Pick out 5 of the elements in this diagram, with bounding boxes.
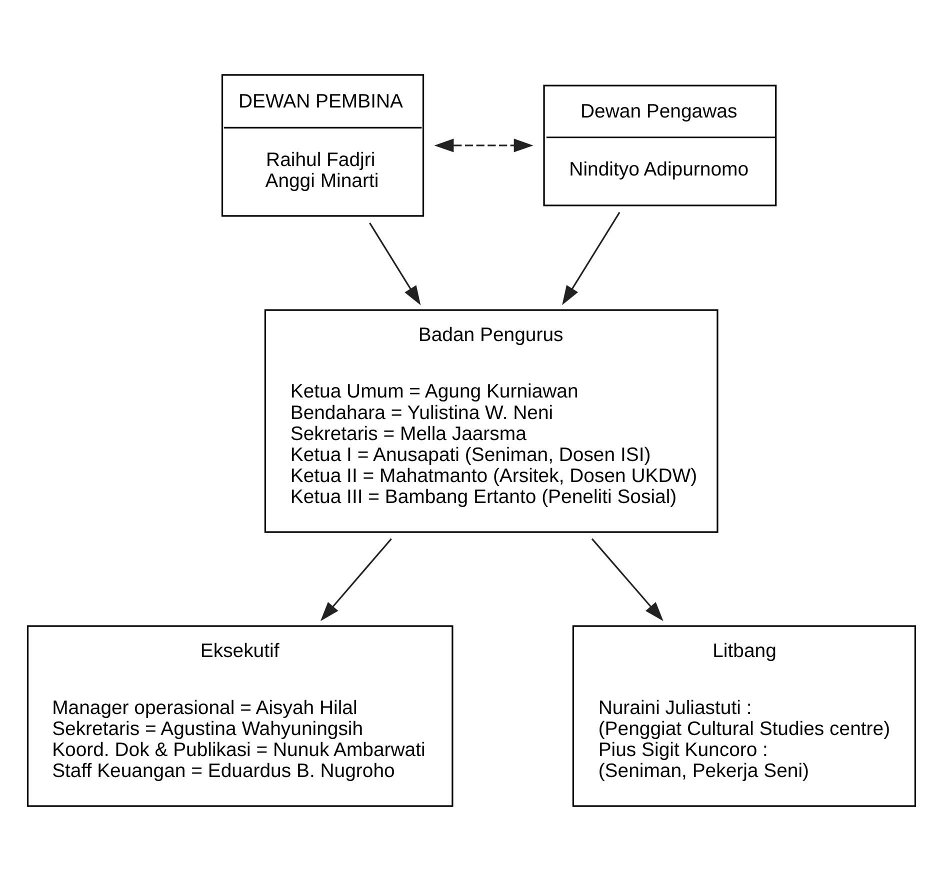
arrow bbox=[369, 222, 421, 306]
arrow bbox=[591, 538, 664, 622]
arrow bbox=[320, 538, 392, 622]
arrow bbox=[434, 138, 534, 152]
arrow bbox=[562, 212, 620, 306]
